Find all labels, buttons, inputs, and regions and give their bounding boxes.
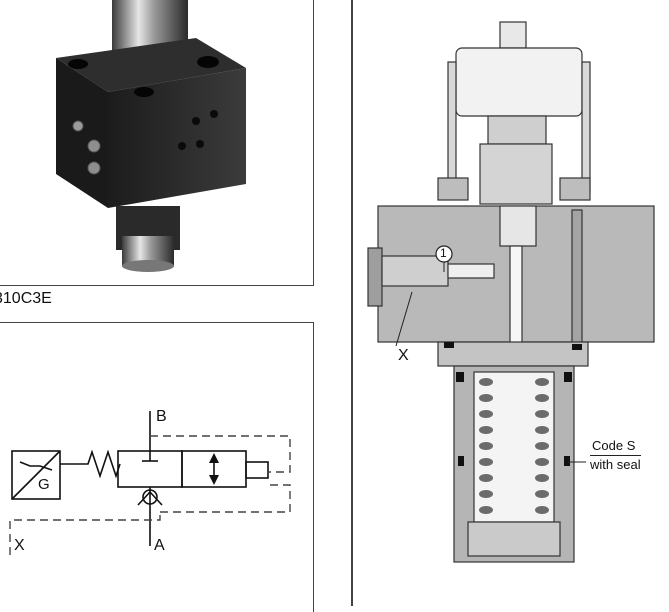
panel-divider [351,0,353,606]
photo-panel [0,0,314,286]
valve-photo [56,0,246,272]
photo-caption: 310C3E [0,290,52,307]
callout-number: 1 [440,246,447,260]
port-x-label: X [14,537,25,554]
port-a-label: A [154,537,165,554]
section-port-x-label: X [398,347,409,364]
code-label-line1: Code S [592,438,636,453]
actuator-letter: G [38,476,50,493]
code-label-line2: with seal [590,455,641,472]
port-b-label: B [156,408,167,425]
symbol-panel [0,322,314,612]
